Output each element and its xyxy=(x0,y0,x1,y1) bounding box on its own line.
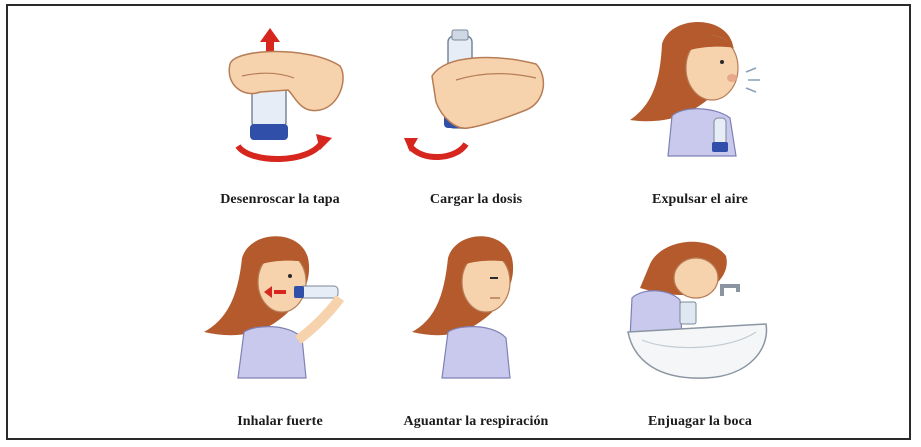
rinse-mouth-icon xyxy=(627,241,768,379)
step-hold-breath: Aguantar la respiración xyxy=(386,6,566,429)
step-label: Inhalar fuerte xyxy=(237,414,323,429)
step-rinse-mouth: Enjuagar la boca xyxy=(610,6,790,429)
step-label: Cargar la dosis xyxy=(429,192,523,207)
step-label: Enjuagar la boca xyxy=(647,414,753,429)
step-exhale: Expulsar el aire xyxy=(610,6,790,226)
step-inhale: Inhalar fuerte xyxy=(190,6,370,429)
exhale-icon xyxy=(630,21,760,157)
step-unscrew-cap: Desenroscar la tapa xyxy=(190,6,370,226)
hold-breath-icon xyxy=(412,236,514,379)
step-label: Aguantar la respiración xyxy=(403,414,549,429)
step-label: Expulsar el aire xyxy=(652,192,748,207)
unscrew-cap-icon xyxy=(228,28,344,163)
instruction-frame: Desenroscar la tapa Cargar la dosis xyxy=(6,4,911,440)
step-label: Desenroscar la tapa xyxy=(220,192,340,207)
inhale-icon xyxy=(204,236,345,379)
step-load-dose: Cargar la dosis xyxy=(386,6,566,226)
load-dose-icon xyxy=(404,29,545,161)
